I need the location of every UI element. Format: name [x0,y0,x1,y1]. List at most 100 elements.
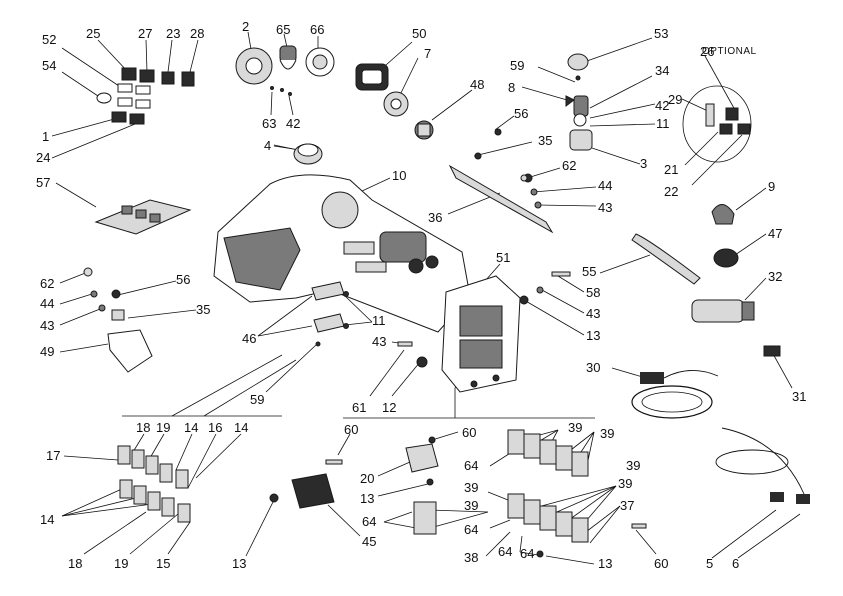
rocker-switch-parts [96,67,195,125]
callout-15: 15 [156,556,170,571]
callout-39-d: 39 [618,476,632,491]
callout-23: 23 [166,26,180,41]
callout-13-left: 13 [232,556,246,571]
callout-20: 20 [360,471,374,486]
callout-43-low: 43 [372,334,386,349]
callout-42-mid: 42 [286,116,300,131]
fastener-parts [83,174,571,368]
fuse-box-part [441,275,521,393]
callout-11-right: 11 [656,116,670,131]
callout-32: 32 [768,269,782,284]
callout-37: 37 [620,498,634,513]
callout-54: 54 [42,58,56,73]
callout-14-a: 14 [184,420,198,435]
callout-14-b: 14 [234,420,248,435]
callout-13-mid: 13 [360,491,374,506]
callout-59-top: 59 [510,58,524,73]
callout-50: 50 [412,26,426,41]
socket-parts [355,63,434,140]
right-side-parts [631,204,781,357]
optional-switch-parts [705,103,751,135]
callout-11-mid: 11 [372,313,386,328]
circuit-board-part [94,199,192,235]
callout-31: 31 [792,389,806,404]
callout-12: 12 [382,400,396,415]
optional-label: OPTIONAL [702,46,757,57]
callout-10: 10 [392,168,406,183]
callout-18-top: 18 [136,420,150,435]
callout-30: 30 [586,360,600,375]
callout-19-bot: 19 [114,556,128,571]
callout-6: 6 [732,556,739,571]
callout-64-c: 64 [464,522,478,537]
optional-group-ellipse [682,85,752,163]
callout-52: 52 [42,32,56,47]
callout-18-bot: 18 [68,556,82,571]
callout-44-mid: 44 [598,178,612,193]
callout-16: 16 [208,420,222,435]
callout-38: 38 [464,550,478,565]
wiring-harness-part [631,370,719,419]
callout-9: 9 [768,179,775,194]
callout-39-e: 39 [626,458,640,473]
callout-49: 49 [40,344,54,359]
callout-36: 36 [428,210,442,225]
terminal-block-parts [311,281,349,333]
callout-39-c: 39 [464,480,478,495]
callout-62-mid: 62 [562,158,576,173]
callout-43-box: 43 [586,306,600,321]
callout-56-left: 56 [176,272,190,287]
callout-61: 61 [352,400,366,415]
callout-48: 48 [470,77,484,92]
callout-1: 1 [42,129,49,144]
callout-64-a: 64 [362,514,376,529]
bracket-part [107,309,153,373]
knob-part [293,143,323,165]
callout-29: 29 [668,92,682,107]
callout-59-low: 59 [250,392,264,407]
callout-66: 66 [310,22,324,37]
callout-58: 58 [586,285,600,300]
relay-bank-parts [507,429,647,558]
callout-28: 28 [190,26,204,41]
callout-44-left: 44 [40,296,54,311]
callout-5: 5 [706,556,713,571]
relay-parts [269,436,439,535]
callout-24: 24 [36,150,50,165]
cable-harness-part [715,427,810,504]
callout-35-top: 35 [538,133,552,148]
callout-55: 55 [582,264,596,279]
callout-43-left: 43 [40,318,54,333]
callout-4: 4 [264,138,271,153]
callout-64-b: 64 [464,458,478,473]
callout-labels: OPTIONAL [702,46,757,57]
callout-34: 34 [655,63,669,78]
callout-13-box: 13 [586,328,600,343]
callout-17: 17 [46,448,60,463]
callout-7: 7 [424,46,431,61]
callout-42-right: 42 [655,98,669,113]
callout-60-c: 60 [654,556,668,571]
callout-26: 26 [700,44,714,59]
callout-3: 3 [640,156,647,171]
callout-39-a: 39 [568,420,582,435]
callout-62-left: 62 [40,276,54,291]
callout-57: 57 [36,175,50,190]
callout-27: 27 [138,26,152,41]
callout-8: 8 [508,80,515,95]
callout-25: 25 [86,26,100,41]
key-switch-parts [565,53,593,151]
callout-60-a: 60 [344,422,358,437]
callout-56-top: 56 [514,106,528,121]
callout-65: 65 [276,22,290,37]
callout-43-mid: 43 [598,200,612,215]
callout-45: 45 [362,534,376,549]
callout-60-b: 60 [462,425,476,440]
callout-39-b: 39 [600,426,614,441]
callout-35-left: 35 [196,302,210,317]
callout-63: 63 [262,116,276,131]
callout-51: 51 [496,250,510,265]
callout-2-top: 2 [242,19,249,34]
